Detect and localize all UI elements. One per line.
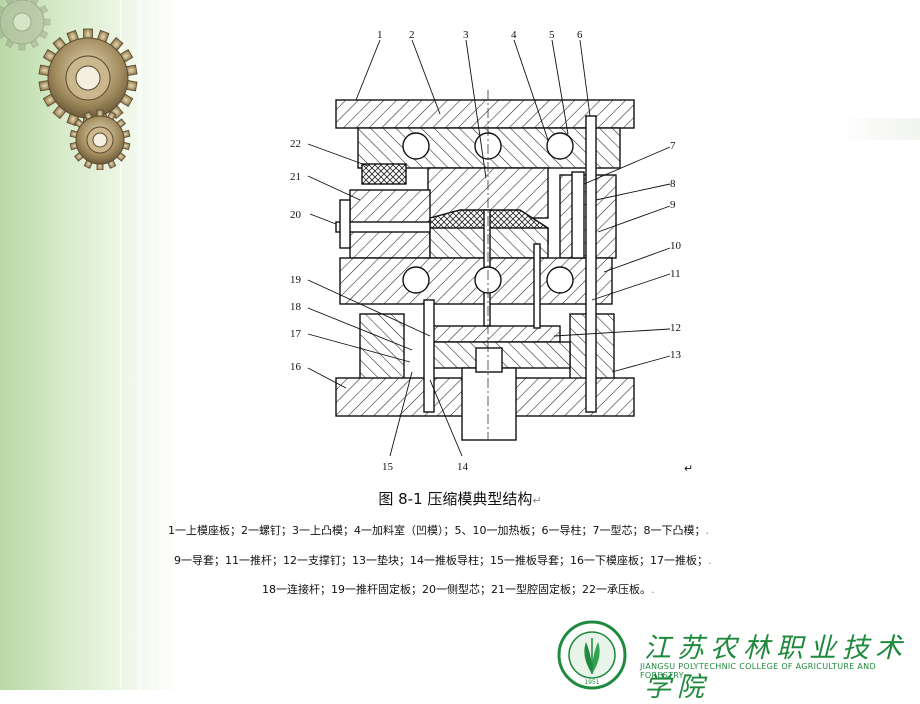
label-6: 6 (577, 29, 583, 41)
label-1: 1 (377, 29, 383, 41)
legend-text: 1一上模座板；2一螺钉；3一上凸模；4一加料室（凹模）；5、10一加热板；6一导… (168, 524, 706, 537)
support-block-left (359, 313, 405, 381)
legend-text: 9一导套；11一推杆；12一支撑钉；13一垫块；14一推板导柱；15一推板导套；… (174, 554, 708, 567)
legend-mark: . (650, 583, 655, 596)
label-17: 17 (290, 328, 302, 340)
heating-hole (546, 266, 574, 294)
gear-tooth (4, 35, 17, 49)
gear-tooth (27, 35, 40, 49)
label-8: 8 (670, 178, 676, 190)
upper-mold-base-plate (335, 99, 635, 129)
legend-text: 18一连接杆；19一推杆固定板；20一侧型芯；21一型腔固定板；22一承压板。 (262, 583, 651, 596)
label-3: 3 (463, 29, 469, 41)
side-core (335, 221, 431, 233)
label-22: 22 (290, 138, 301, 150)
ejector-guide-pillar (423, 299, 435, 413)
figure-caption: 图 8-1 压缩模典型结构↵ (0, 488, 920, 509)
gears-decoration-icon (0, 0, 138, 170)
push-rod (533, 243, 541, 329)
label-7: 7 (670, 140, 676, 152)
label-9: 9 (670, 199, 676, 211)
caption-return-mark: ↵ (532, 494, 542, 507)
label-13: 13 (670, 349, 682, 361)
gear-tooth (18, 39, 26, 51)
background-band (836, 118, 920, 140)
logo-year: 1951 (584, 679, 599, 686)
legend-line-3: 18一连接杆；19一推杆固定板；20一侧型芯；21一型腔固定板；22一承压板。. (262, 581, 654, 597)
compression-mold-diagram: 1 2 3 4 5 6 7 8 9 10 11 12 13 14 15 16 1… (290, 29, 693, 475)
label-11: 11 (670, 268, 681, 280)
heating-hole (402, 266, 430, 294)
side-core-handle (339, 199, 351, 249)
school-logo-icon: 1951 (557, 620, 627, 690)
gear-tooth (18, 0, 26, 5)
bearing-plate (361, 163, 407, 185)
label-18: 18 (290, 301, 302, 313)
label-20: 20 (290, 209, 302, 221)
core (571, 171, 585, 259)
legend-line-2: 9一导套；11一推杆；12一支撑钉；13一垫块；14一推板导柱；15一推板导套；… (174, 552, 711, 568)
legend-line-1: 1一上模座板；2一螺钉；3一上凸模；4一加料室（凹模）；5、10一加热板；6一导… (168, 522, 709, 538)
label-14: 14 (457, 461, 469, 473)
return-mark: ↵ (684, 463, 693, 475)
school-name-cn: 江苏农林职业技术学院 (644, 633, 908, 703)
gear-tooth (27, 0, 40, 9)
gear-tooth (0, 27, 9, 40)
label-15: 15 (382, 461, 394, 473)
label-10: 10 (670, 240, 682, 252)
heating-hole (402, 132, 430, 160)
heating-hole (546, 132, 574, 160)
label-21: 21 (290, 171, 301, 183)
gear-tooth (35, 4, 49, 17)
connecting-rod (475, 347, 503, 373)
gear-tooth (0, 4, 9, 17)
gear-tooth (39, 18, 51, 26)
label-16: 16 (290, 361, 302, 373)
label-5: 5 (549, 29, 555, 41)
legend-mark: . (707, 554, 712, 567)
label-12: 12 (670, 322, 681, 334)
label-4: 4 (511, 29, 517, 41)
gear-tooth (0, 18, 5, 26)
background-stripe (152, 0, 153, 690)
label-2: 2 (409, 29, 415, 41)
gear-tooth (4, 0, 17, 9)
background-stripe (120, 0, 122, 690)
label-19: 19 (290, 274, 302, 286)
guide-pillar (585, 115, 597, 413)
press-ram (461, 367, 517, 441)
caption-text: 图 8-1 压缩模典型结构 (378, 490, 533, 508)
school-name-en: JIANGSU POLYTECHNIC COLLEGE OF AGRICULTU… (640, 662, 876, 680)
legend-mark: . (705, 524, 709, 537)
gear-tooth (35, 27, 49, 40)
background-stripe (138, 0, 142, 690)
